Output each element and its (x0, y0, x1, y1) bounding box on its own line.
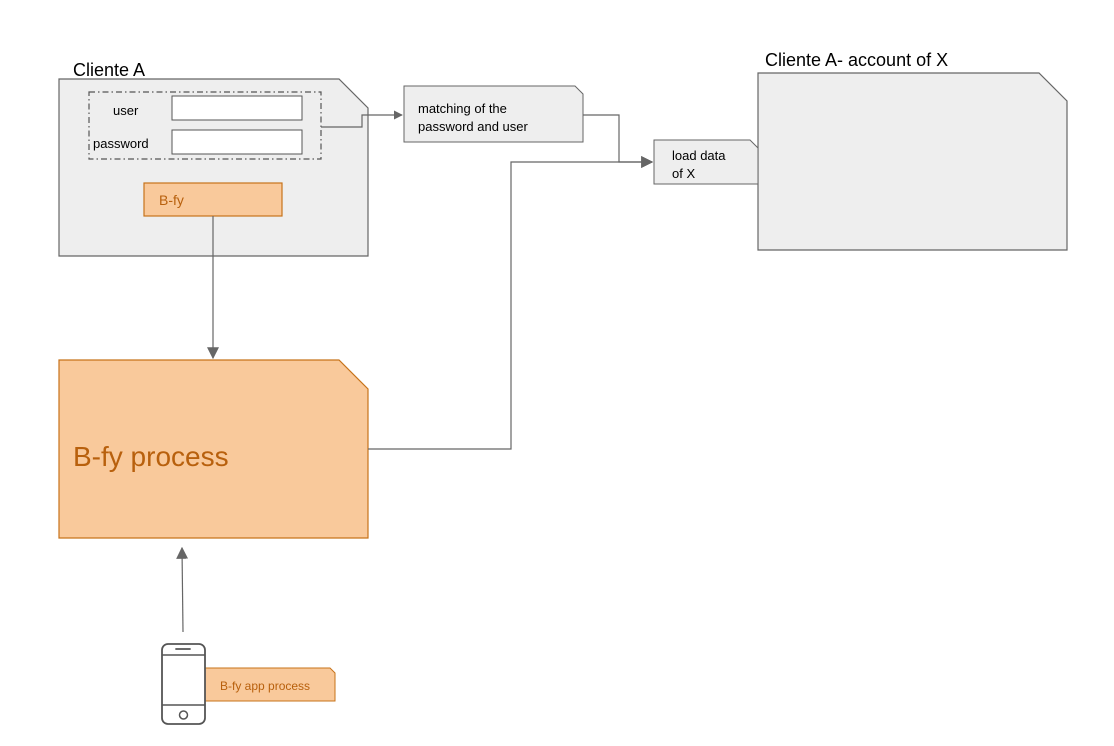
bfy-process-box (58, 359, 369, 539)
bfy-button-label: B-fy (159, 192, 184, 208)
connector-matching-to-load (583, 114, 654, 168)
connector-login-to-matching (321, 110, 403, 128)
smartphone-icon (161, 643, 206, 725)
bfy-process-label: B-fy process (73, 441, 229, 472)
matching-box-line1: matching of the (418, 101, 507, 116)
account-panel-title: Cliente A- account of X (765, 50, 948, 70)
matching-box-line2: password and user (418, 119, 529, 134)
load-data-line1: load data (672, 148, 726, 163)
bfy-button[interactable] (143, 182, 283, 217)
login-group (88, 91, 322, 160)
user-input[interactable] (171, 95, 303, 121)
matching-box (403, 85, 584, 143)
account-panel (757, 72, 1068, 251)
password-input[interactable] (171, 129, 303, 155)
bfy-app-process-label: B-fy app process (220, 679, 310, 693)
password-label: password (93, 136, 149, 151)
connector-process-to-load (368, 156, 654, 450)
connector-phone-to-process (176, 546, 189, 633)
load-data-line2: of X (672, 166, 695, 181)
client-panel-title: Cliente A (73, 60, 145, 80)
user-label: user (113, 103, 139, 118)
client-panel (58, 78, 369, 257)
load-data-box (653, 139, 759, 185)
